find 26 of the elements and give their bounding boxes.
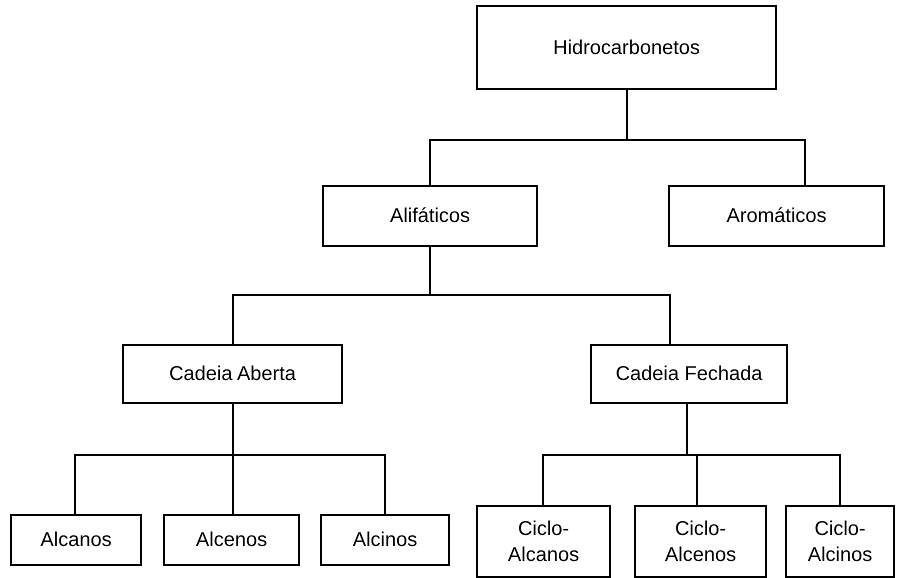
- category-box: [476, 5, 777, 90]
- connector-line: [626, 90, 806, 185]
- category-label: Ciclo- Alcinos: [806, 516, 874, 568]
- category-label: Alcanos: [40, 528, 112, 553]
- category-box: [122, 344, 343, 404]
- category-box: [163, 514, 300, 566]
- category-label: Hidrocarbonetos: [553, 36, 700, 60]
- category-label: Cadeia Fechada: [616, 362, 762, 387]
- category-label: Aromáticos: [726, 204, 827, 229]
- category-box: [668, 185, 885, 247]
- connector-line: [429, 247, 671, 344]
- category-label: Alcinos: [352, 528, 418, 553]
- category-box: [590, 344, 788, 404]
- category-box: [10, 514, 142, 566]
- category-label: Ciclo- Alcanos: [506, 516, 580, 568]
- category-box: [476, 505, 611, 578]
- category-label: Alcenos: [196, 528, 268, 553]
- connector-line: [686, 404, 841, 505]
- connector-line: [232, 404, 386, 514]
- category-label: Alifáticos: [390, 204, 470, 229]
- category-box: [785, 505, 895, 578]
- category-label: Cadeia Aberta: [169, 362, 296, 387]
- category-label: Ciclo- Alcenos: [664, 516, 738, 568]
- category-box: [322, 185, 538, 247]
- category-box: [320, 514, 450, 566]
- category-box: [634, 505, 767, 578]
